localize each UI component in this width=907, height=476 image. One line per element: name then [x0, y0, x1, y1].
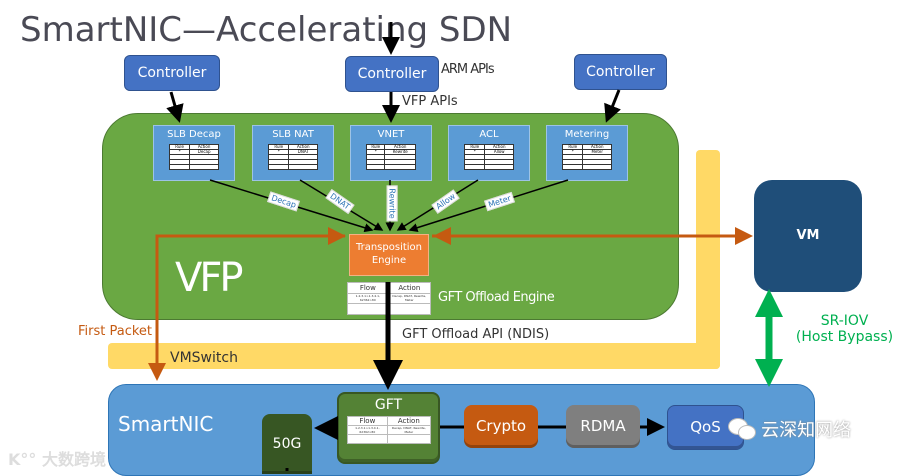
table-title: ACL — [479, 129, 499, 140]
controller-left[interactable]: Controller — [124, 55, 220, 91]
qos-box[interactable]: QoS — [667, 405, 744, 450]
gft-offload-api-label: GFT Offload API (NDIS) — [402, 327, 550, 342]
first-packet-label: First Packet — [78, 324, 153, 339]
engine-label-line1: Transposition — [355, 242, 423, 253]
slide-title: SmartNIC—Accelerating SDN — [20, 10, 513, 50]
port-50g[interactable]: 50G — [262, 414, 312, 474]
vmswitch-band-vertical — [696, 150, 720, 369]
watermark-right: 云深知网络 — [728, 416, 851, 442]
table-title: SLB NAT — [272, 129, 314, 140]
vfp-apis-label: VFP APIs — [402, 94, 458, 109]
watermark-left-text: 大数跨境 — [41, 450, 106, 469]
controller-left-arrow — [166, 91, 184, 123]
crypto-box[interactable]: Crypto — [464, 405, 538, 448]
first-packet-arrow — [148, 234, 345, 381]
rdma-box[interactable]: RDMA — [566, 405, 640, 448]
watermark-left: K°° 大数跨境 — [8, 446, 106, 470]
watermark-right-text: 云深知网络 — [761, 420, 852, 441]
table-title: SLB Decap — [167, 129, 221, 140]
table-title: VNET — [377, 129, 405, 140]
controller-center[interactable]: Controller — [345, 56, 439, 92]
gft-offload-engine-label: GFT Offload Engine — [438, 290, 555, 305]
sriov-line1: SR-IOV — [820, 313, 869, 329]
engine-label-line2: Engine — [371, 255, 407, 266]
vfp-label: VFP — [175, 255, 243, 301]
controller-right-arrow — [604, 89, 621, 123]
sriov-line2: (Host Bypass) — [795, 329, 894, 345]
vmswitch-band — [108, 343, 720, 369]
wechat-icon — [728, 418, 756, 440]
vmswitch-label: VMSwitch — [170, 350, 238, 366]
gft-title: GFT — [374, 397, 403, 413]
smartnic-label: SmartNIC — [118, 412, 214, 436]
sriov-label: SR-IOV (Host Bypass) — [787, 313, 902, 345]
transposition-engine[interactable]: Transposition Engine — [349, 234, 429, 276]
vm-box[interactable]: VM — [754, 180, 862, 292]
arm-apis-label: ARM APIs — [441, 62, 495, 77]
watermark-logo-icon: K°° — [8, 450, 42, 469]
controller-right[interactable]: Controller — [574, 54, 667, 90]
table-title: Metering — [564, 129, 610, 140]
edge-label-rewrite: Rewrite — [386, 185, 398, 222]
